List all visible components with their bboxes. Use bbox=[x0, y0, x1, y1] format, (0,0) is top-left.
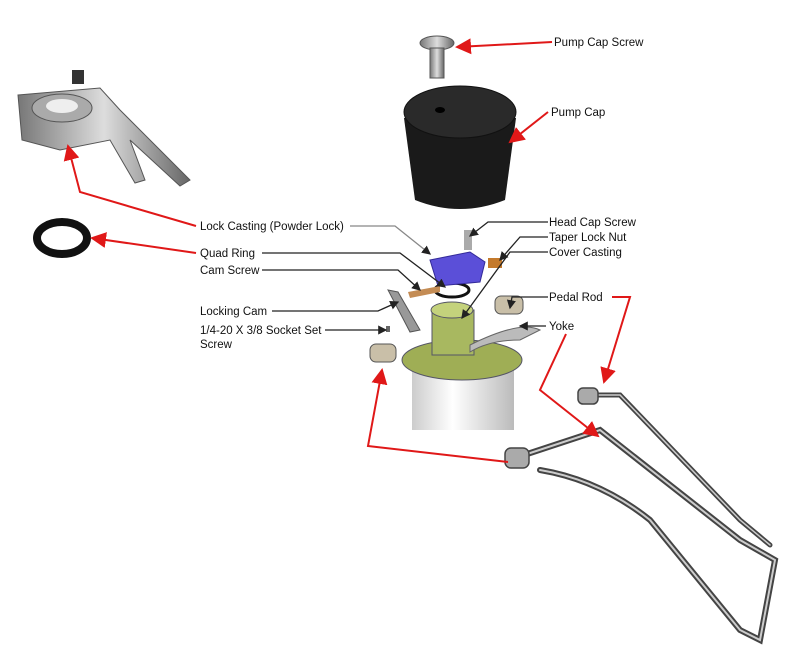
label-cover-casting: Cover Casting bbox=[549, 247, 622, 259]
label-yoke: Yoke bbox=[549, 321, 574, 333]
powder-lock-image bbox=[17, 70, 191, 187]
label-lock-casting: Lock Casting (Powder Lock) bbox=[200, 221, 344, 233]
label-locking-cam: Locking Cam bbox=[200, 306, 267, 318]
pump-assembly-image bbox=[369, 230, 542, 430]
label-pump-cap: Pump Cap bbox=[551, 107, 605, 119]
pump-cap-image bbox=[403, 85, 517, 209]
label-pump-cap-screw: Pump Cap Screw bbox=[554, 37, 644, 49]
label-cam-screw: Cam Screw bbox=[200, 265, 260, 277]
label-quad-ring: Quad Ring bbox=[200, 248, 255, 260]
label-set-screw-line2: Screw bbox=[200, 339, 233, 351]
yoke-image bbox=[504, 387, 779, 645]
pump-cap-screw-image bbox=[419, 35, 455, 79]
leader-lines bbox=[262, 221, 548, 335]
label-head-cap-screw: Head Cap Screw bbox=[549, 217, 637, 229]
red-arrows bbox=[63, 38, 632, 463]
label-pedal-rod: Pedal Rod bbox=[549, 292, 603, 304]
label-set-screw-line1: 1/4-20 X 3/8 Socket Set bbox=[200, 325, 322, 337]
quad-ring-image bbox=[33, 218, 91, 258]
label-taper-lock-nut: Taper Lock Nut bbox=[549, 232, 627, 244]
